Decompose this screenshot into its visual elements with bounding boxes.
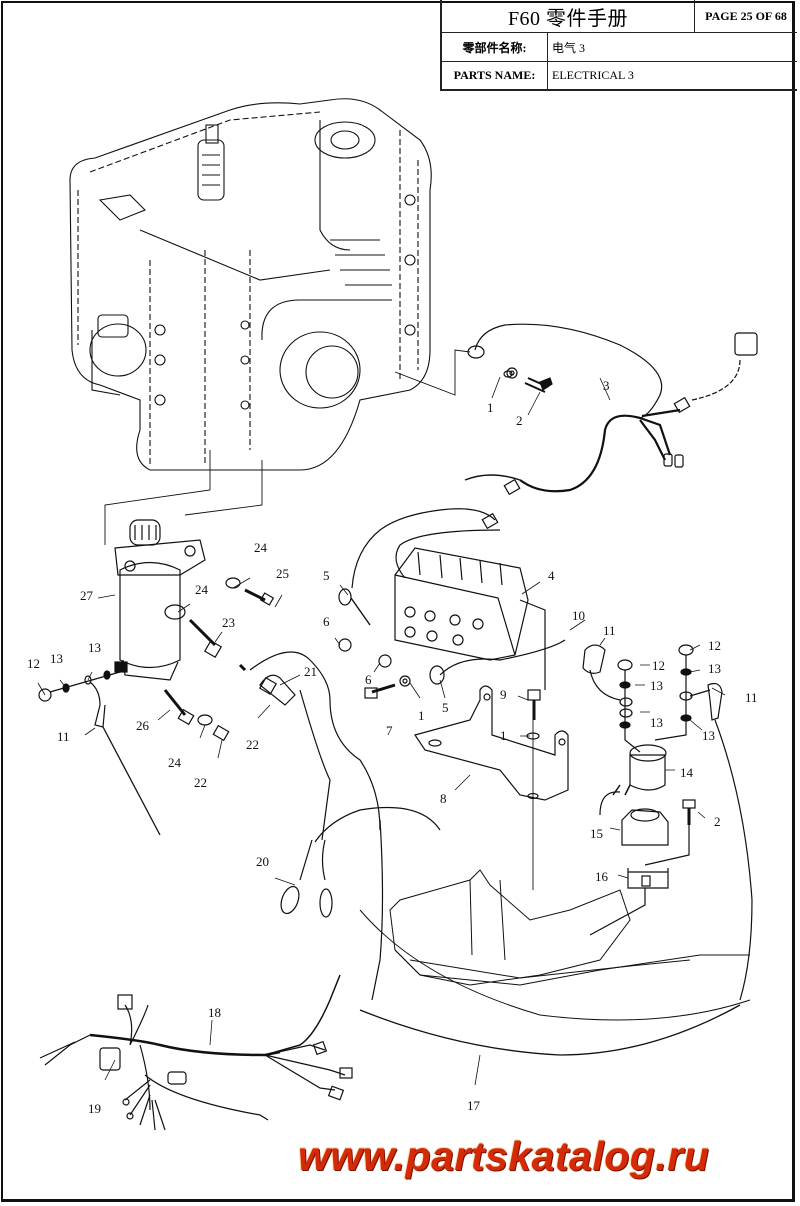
callout-14: 14 bbox=[680, 765, 694, 780]
callout-labels: 1 2 3 4 5 6 6 1 7 5 9 1 8 10 11 12 13 13… bbox=[27, 378, 758, 1116]
callout-27: 27 bbox=[80, 588, 94, 603]
cable-21 bbox=[238, 651, 381, 831]
callout-3: 3 bbox=[603, 378, 610, 393]
callout-19: 19 bbox=[88, 1101, 101, 1116]
callout-11: 11 bbox=[57, 729, 70, 744]
cn-parts-name-label: 零部件名称: bbox=[442, 33, 548, 61]
cable-17 bbox=[359, 1004, 741, 1056]
starter-motor-27 bbox=[38, 519, 275, 836]
rectifier-regulator-4 bbox=[351, 508, 546, 690]
cn-parts-name-value: 电气 3 bbox=[552, 40, 586, 55]
fasteners bbox=[338, 367, 566, 890]
manual-title: F60 零件手册 bbox=[442, 0, 695, 32]
starter-solenoid-14 bbox=[582, 644, 753, 1001]
callout-10: 10 bbox=[572, 608, 585, 623]
watermark-url: www.partskatalog.ru bbox=[298, 1133, 710, 1179]
wire-harness-18 bbox=[39, 974, 353, 1131]
callout-9: 9 bbox=[500, 687, 507, 702]
callout-24: 24 bbox=[254, 540, 268, 555]
title-block: F60 零件手册 PAGE 25 OF 68 零部件名称: 电气 3 PARTS… bbox=[440, 0, 797, 91]
callout-21: 21 bbox=[304, 664, 317, 679]
callout-7: 7 bbox=[386, 723, 393, 738]
callout-11: 11 bbox=[603, 623, 616, 638]
callout-5: 5 bbox=[442, 700, 449, 715]
callout-12: 12 bbox=[652, 658, 665, 673]
engine-block bbox=[69, 98, 432, 471]
callout-13: 13 bbox=[50, 651, 63, 666]
callout-12: 12 bbox=[708, 638, 721, 653]
bracket-8 bbox=[414, 685, 569, 801]
callout-13: 13 bbox=[88, 640, 101, 655]
callout-12: 12 bbox=[27, 656, 40, 671]
callout-24: 24 bbox=[195, 582, 209, 597]
callout-23: 23 bbox=[222, 615, 235, 630]
battery-cable-20 bbox=[280, 689, 441, 1001]
callout-17: 17 bbox=[467, 1098, 481, 1113]
leader-lines bbox=[37, 376, 726, 1086]
callout-1: 1 bbox=[418, 708, 425, 723]
callout-20: 20 bbox=[256, 854, 269, 869]
callout-13: 13 bbox=[702, 728, 715, 743]
callout-22: 22 bbox=[194, 775, 207, 790]
callout-5: 5 bbox=[323, 568, 330, 583]
callout-22: 22 bbox=[246, 737, 259, 752]
parts-name-label: PARTS NAME: bbox=[442, 62, 548, 89]
callout-24: 24 bbox=[168, 755, 182, 770]
callout-2: 2 bbox=[714, 814, 721, 829]
callout-1: 1 bbox=[500, 728, 507, 743]
callout-2: 2 bbox=[516, 413, 523, 428]
callout-15: 15 bbox=[590, 826, 603, 841]
callout-13: 13 bbox=[650, 715, 663, 730]
callout-6: 6 bbox=[323, 614, 330, 629]
wire-harness-3 bbox=[464, 323, 758, 496]
callout-13: 13 bbox=[708, 661, 721, 676]
callout-1: 1 bbox=[487, 400, 494, 415]
callout-11: 11 bbox=[745, 690, 758, 705]
parts-name-value: ELECTRICAL 3 bbox=[552, 68, 634, 82]
callout-18: 18 bbox=[208, 1005, 221, 1020]
lower-cowling bbox=[359, 869, 751, 1021]
callout-6: 6 bbox=[365, 672, 372, 687]
callout-25: 25 bbox=[276, 566, 289, 581]
page-number: PAGE 25 OF 68 bbox=[705, 8, 787, 23]
callout-26: 26 bbox=[136, 718, 150, 733]
callout-13: 13 bbox=[650, 678, 663, 693]
callout-16: 16 bbox=[595, 869, 609, 884]
callout-4: 4 bbox=[548, 568, 555, 583]
callout-8: 8 bbox=[440, 791, 447, 806]
